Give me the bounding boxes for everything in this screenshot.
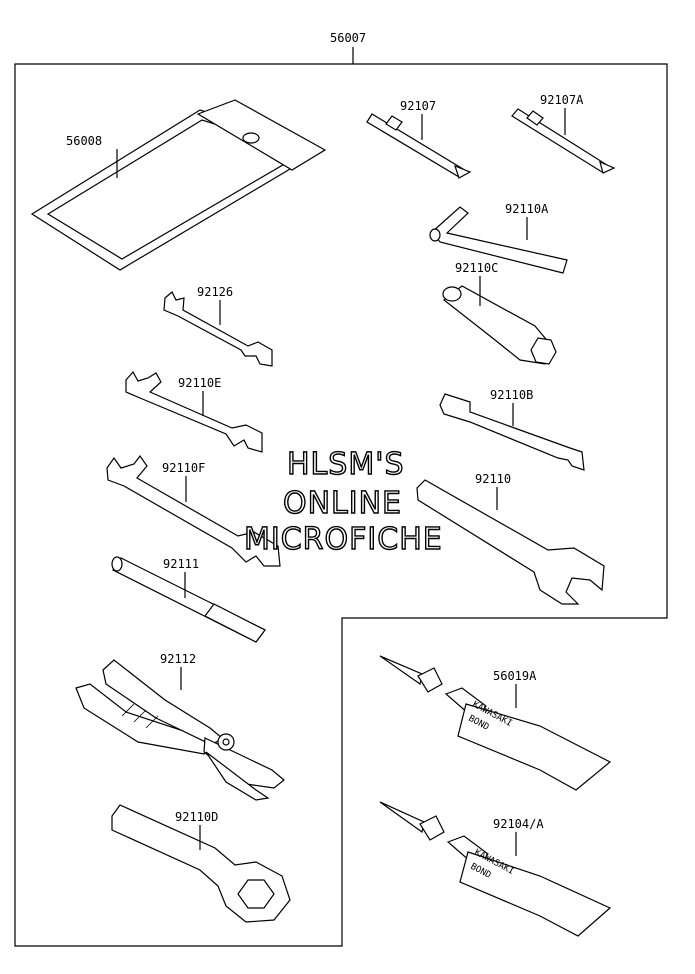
screwdriver-92107A[interactable] [511,108,616,174]
watermark-line-1: HLSM'S [287,447,405,482]
wrench-92110[interactable] [416,479,605,605]
label-92110C[interactable]: 92110C [455,261,498,275]
watermark-line-3: MICROFICHE [244,522,443,557]
wrench-92110E[interactable] [125,370,263,453]
ring-spanner-92110D[interactable] [111,804,291,923]
assembly-frame [14,63,668,947]
tool-bag-56008[interactable] [30,99,327,271]
label-92111[interactable]: 92111 [163,557,199,571]
watermark: HLSM'S ONLINE MICROFICHE [243,446,443,557]
label-92110F[interactable]: 92110F [162,461,205,475]
label-92110A[interactable]: 92110A [505,202,549,216]
label-92126[interactable]: 92126 [197,285,233,299]
wrench-92110F[interactable] [106,454,281,567]
bond-tube-56019A[interactable]: KAWASAKI BOND [379,655,612,791]
assembly-label[interactable]: 56007 [330,31,366,45]
label-92110B[interactable]: 92110B [490,388,533,402]
pliers-92112[interactable] [75,659,285,801]
label-56019A[interactable]: 56019A [493,669,537,683]
label-56008[interactable]: 56008 [66,134,102,148]
label-92107A[interactable]: 92107A [540,93,584,107]
socket-92110C[interactable] [442,285,557,365]
wrench-92126[interactable] [163,291,273,367]
screwdriver-92107[interactable] [366,113,472,179]
label-92110[interactable]: 92110 [475,472,511,486]
label-92112[interactable]: 92112 [160,652,196,666]
label-92107[interactable]: 92107 [400,99,436,113]
label-92110E[interactable]: 92110E [178,376,221,390]
hex-key-92110A[interactable] [429,206,568,274]
label-92104A[interactable]: 92104/A [493,817,544,831]
watermark-line-2: ONLINE [283,486,402,521]
label-92110D[interactable]: 92110D [175,810,218,824]
bar-92111[interactable] [111,556,266,643]
spanner-92110B[interactable] [439,393,585,471]
